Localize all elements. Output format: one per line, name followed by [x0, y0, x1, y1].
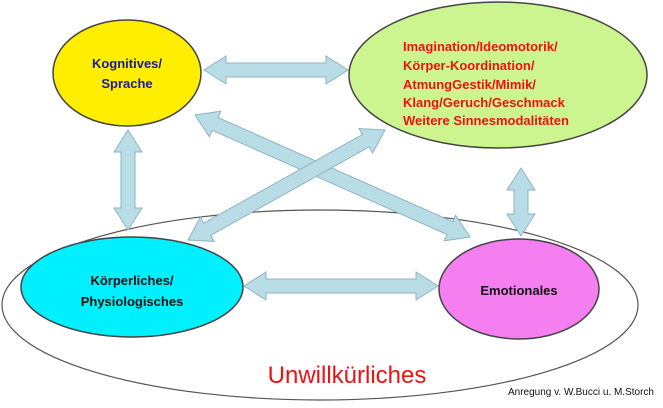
- arrow-cognitive-body: [113, 129, 143, 231]
- arrow-imagination-body: [187, 127, 386, 243]
- node-cognitive-line2: Sprache: [101, 76, 152, 91]
- node-body: Körperliches/ Physiologisches: [20, 236, 244, 338]
- node-imagination: Imagination/Ideomotorik/ Körper-Koordina…: [348, 1, 648, 149]
- node-cognitive-ellipse: [52, 19, 202, 127]
- node-imagination-line-3: AtmungGestik/Mimik/: [403, 77, 536, 92]
- arrow-body-emotional: [243, 271, 439, 301]
- node-cognitive-line1: Kognitives/: [92, 56, 162, 71]
- node-imagination-line-2: Körper-Koordination/: [403, 58, 535, 73]
- arrow-imagination-emotional: [506, 167, 536, 237]
- arrows-group: [113, 55, 536, 301]
- node-body-line2: Physiologisches: [81, 294, 184, 309]
- arrow-cognitive-imagination: [203, 55, 349, 85]
- node-body-ellipse: [20, 236, 244, 338]
- node-imagination-line-1: Imagination/Ideomotorik/: [403, 39, 558, 54]
- node-imagination-line-5: Weitere Sinnesmodalitäten: [403, 113, 569, 128]
- node-imagination-ellipse: [348, 1, 648, 149]
- node-emotional: Emotionales: [438, 238, 600, 340]
- container-label: Unwillkürliches: [268, 362, 427, 389]
- node-emotional-label: Emotionales: [480, 283, 557, 298]
- credit-text: Anregung v. W.Bucci u. M.Storch: [508, 387, 654, 398]
- node-imagination-line-4: Klang/Geruch/Geschmack: [403, 95, 566, 110]
- node-cognitive: Kognitives/ Sprache: [52, 19, 202, 127]
- node-emotional-ellipse: [438, 238, 600, 340]
- arrow-cognitive-emotional: [194, 110, 471, 242]
- node-body-line1: Körperliches/: [90, 273, 173, 288]
- involuntary-container-ellipse: [1, 209, 639, 401]
